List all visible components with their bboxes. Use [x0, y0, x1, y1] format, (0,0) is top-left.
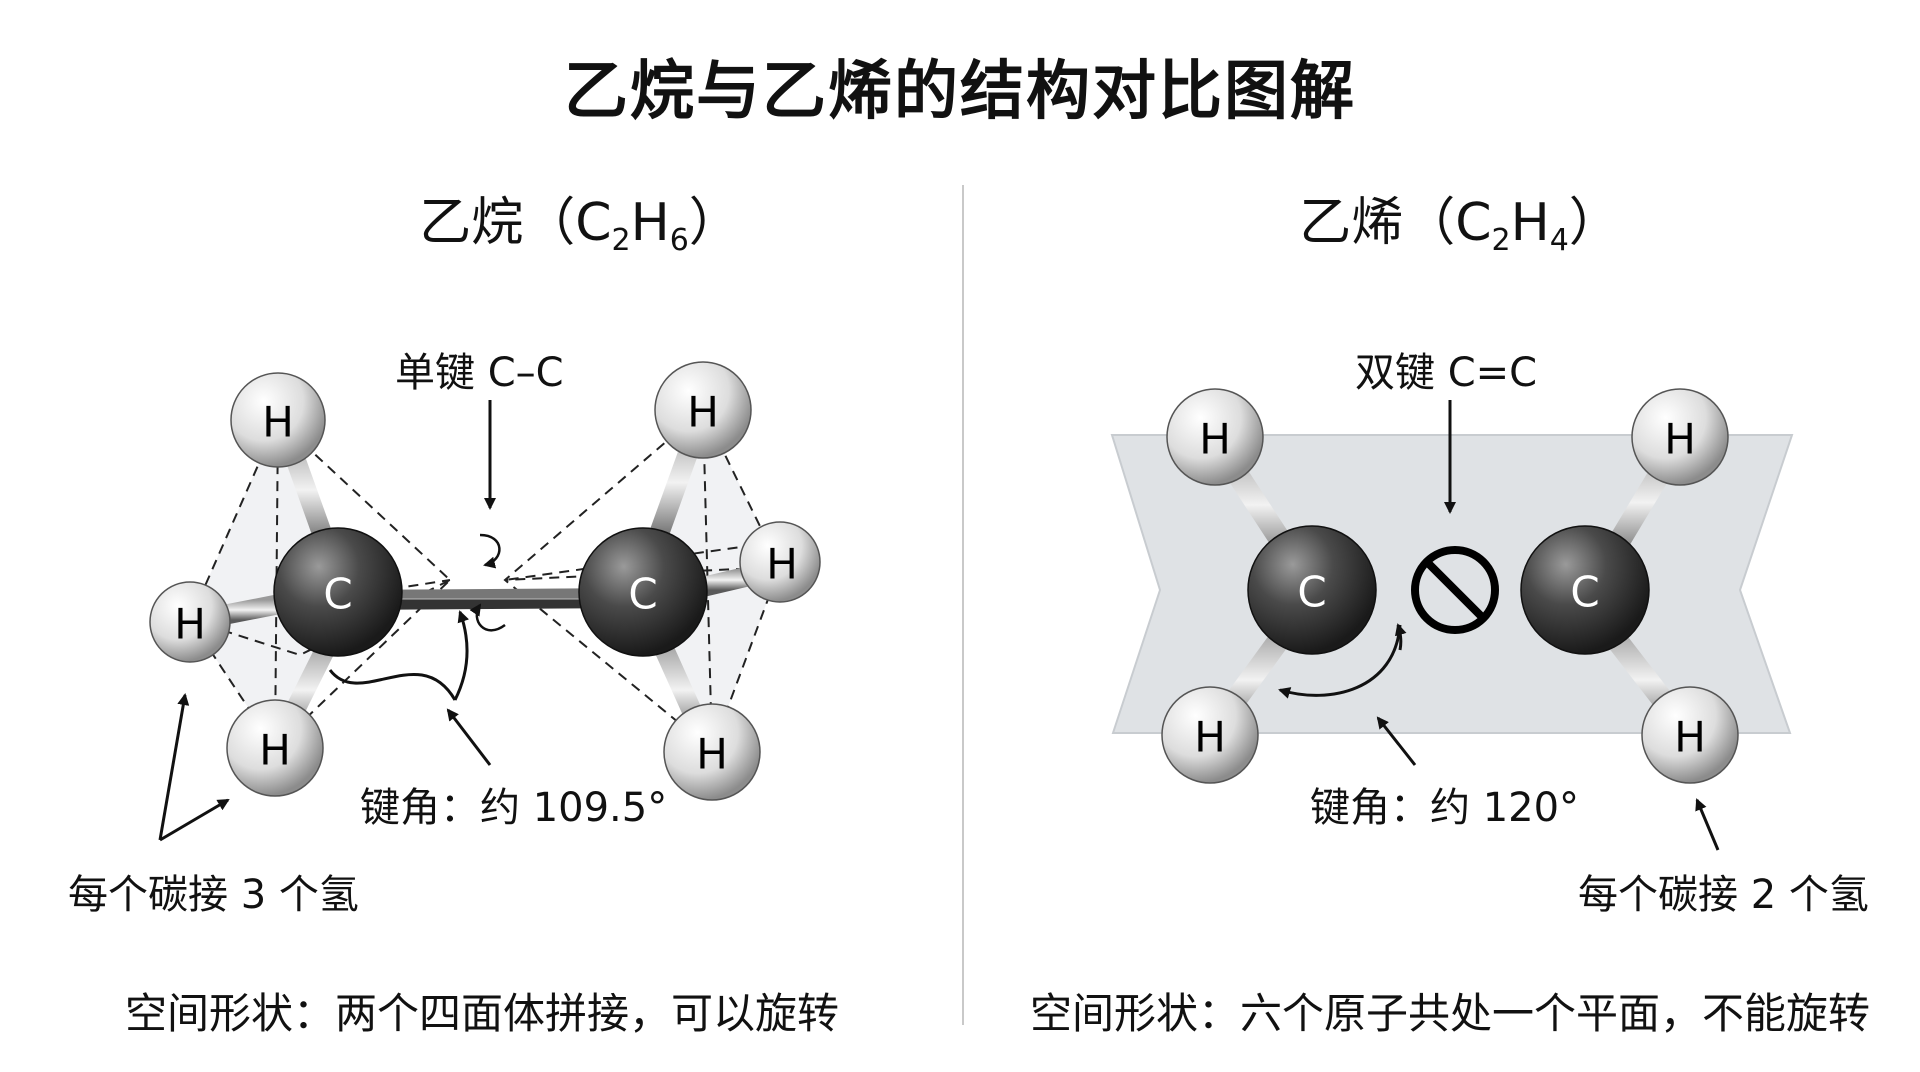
ethylene-title-close: ） [1568, 193, 1621, 253]
ethylene-angle-arc-head [1394, 623, 1407, 651]
ethane-title-mid: H [630, 193, 670, 253]
ethane-c-atom-left-label: C [323, 570, 352, 619]
ethylene-title-name: 乙烯（C [1299, 193, 1492, 253]
ethane-c-atom-left: C [273, 527, 403, 657]
ethylene-h-pointer [1695, 798, 1720, 851]
ethane-h-count-label: 每个碳接 3 个氢 [68, 872, 359, 918]
ethane-title-sub1: 2 [611, 223, 631, 258]
ethylene-title: 乙烯（C2H4） [1110, 180, 1810, 258]
main-title: 乙烷与乙烯的结构对比图解 [564, 55, 1356, 129]
rotation-arrow-bottom [469, 603, 506, 632]
ethane-h-atom-3: H [226, 699, 324, 797]
ethylene-shape-label: 空间形状：六个原子共处一个平面，不能旋转 [1030, 989, 1871, 1038]
ethylene-h-atom-3-label: H [1664, 415, 1696, 464]
ethylene-c-atom-right: C [1520, 525, 1650, 655]
ethylene-atoms: H H H H C C [1161, 388, 1739, 784]
ethane-h-pointer-b [159, 798, 230, 842]
ethylene-h-atom-2-label: H [1194, 713, 1226, 762]
ethylene-h-atom-2: H [1161, 686, 1259, 784]
ethylene-title-mid: H [1510, 193, 1550, 253]
ethylene-angle-arc [1278, 624, 1402, 699]
ethylene-bond-label: 双键 C=C [1355, 350, 1538, 396]
ethane-right-tetra-edges-a [702, 409, 782, 751]
ethylene-h-count-label: 每个碳接 2 个氢 [1578, 872, 1869, 918]
ethylene-c-atom-right-label: C [1570, 568, 1599, 617]
ethylene-angle-pointer [1376, 716, 1417, 766]
ethane-title-name: 乙烷（C [419, 193, 612, 253]
ethylene-angle-label: 键角：约 120° [1310, 785, 1580, 831]
ethylene-h-atom-3: H [1631, 388, 1729, 486]
ethane-h-atom-4-label: H [687, 388, 719, 437]
ethane-angle-arc-head [453, 610, 470, 701]
ethylene-h-atom-1: H [1166, 388, 1264, 486]
ethane-h-atom-5-label: H [766, 540, 798, 589]
ethylene-no-rotation-icon [1411, 546, 1499, 634]
ethylene-c-atom-left: C [1247, 525, 1377, 655]
ethylene-annotation-arrows [1278, 400, 1720, 851]
ethylene-h-atom-1-label: H [1199, 415, 1231, 464]
ethylene-title-sub1: 2 [1491, 223, 1511, 258]
ethane-h-atom-1-label: H [262, 398, 294, 447]
ethane-h-atom-4: H [654, 361, 752, 459]
ethane-h-atom-2-label: H [174, 600, 206, 649]
ethane-atoms: H H H H H H C C [149, 361, 821, 801]
ethylene-h-atom-4-label: H [1674, 713, 1706, 762]
ethane-left-tetra-edges-b [274, 419, 452, 749]
ethane-title-close: ） [688, 193, 741, 253]
ethane-h-atom-5: H [739, 521, 821, 603]
ethylene-h-atom-4: H [1641, 686, 1739, 784]
ethylene-title-sub2: 4 [1549, 223, 1569, 258]
ethane-h-atom-6-label: H [696, 730, 728, 779]
ethane-angle-arc [328, 669, 457, 701]
ethane-h-atom-6: H [663, 703, 761, 801]
ethane-c-atom-right: C [578, 527, 708, 657]
ethane-h-atom-2: H [149, 581, 231, 663]
ethane-rotation-arrows [469, 533, 506, 632]
ethane-annotation-arrows [158, 400, 496, 842]
ethylene-c-atom-left-label: C [1297, 568, 1326, 617]
ethane-h-atom-1: H [230, 372, 326, 468]
ethane-shape-label: 空间形状：两个四面体拼接，可以旋转 [125, 989, 840, 1038]
ethane-title-sub2: 6 [669, 223, 689, 258]
ethane-c-atom-right-label: C [628, 570, 657, 619]
ethane-title: 乙烷（C2H6） [230, 180, 930, 258]
rotation-arrow-top [479, 533, 501, 569]
panel-divider [962, 185, 964, 1025]
ethane-h-pointer-a [158, 693, 190, 841]
ethane-angle-pointer [446, 708, 492, 766]
ethane-h-atom-3-label: H [259, 726, 291, 775]
ethane-bond-label: 单键 C–C [395, 350, 564, 396]
ethane-angle-label: 键角：约 109.5° [360, 785, 668, 831]
